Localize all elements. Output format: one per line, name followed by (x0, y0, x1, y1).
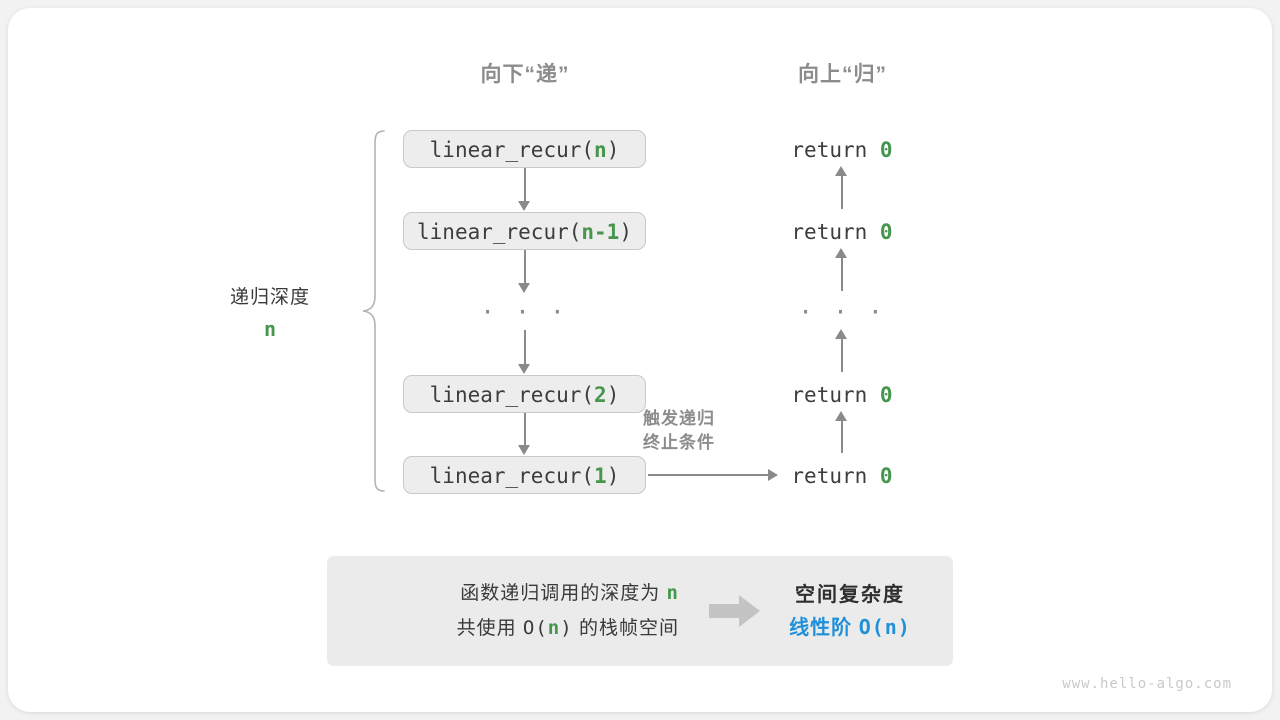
return-statement: return 0 (752, 464, 932, 488)
call-frame-arg: 1 (594, 464, 607, 488)
space-complexity-title: 空间复杂度 (795, 583, 905, 606)
call-frame-close: ) (619, 220, 632, 244)
return-keyword: return (791, 383, 868, 407)
summary-line2-suffix: 的栈帧空间 (578, 618, 679, 639)
ascend-arrow-line (840, 338, 843, 372)
descend-arrow-line (523, 330, 526, 365)
right-arrow-icon (709, 595, 760, 627)
call-frame-name: linear_recur( (429, 464, 595, 488)
call-frame-box[interactable]: linear_recur(n-1) (403, 212, 646, 250)
ascend-arrow-head-icon (835, 166, 847, 176)
summary-description: 函数递归调用的深度为 n 共使用 O(n) 的栈帧空间 (327, 576, 697, 646)
space-complexity-value: 线性阶 O(n) (773, 611, 927, 644)
ascend-arrow-head-icon (835, 248, 847, 258)
summary-line2-prefix: 共使用 (456, 618, 517, 639)
complexity-order-label: 线性阶 (789, 616, 853, 639)
descend-arrow-head-icon (518, 283, 530, 293)
ellipsis-left: · · · (480, 298, 568, 326)
call-frame-arg: 2 (594, 383, 607, 407)
termination-note-line1: 触发递归 (643, 409, 715, 428)
descend-arrow-head-icon (518, 445, 530, 455)
call-frame-close: ) (606, 138, 620, 162)
termination-note-line2: 终止条件 (643, 433, 715, 452)
column-header-descend: 向下“递” (480, 63, 570, 86)
call-frame-close: ) (606, 464, 620, 488)
return-statement: return 0 (752, 220, 932, 244)
return-value: 0 (879, 383, 893, 407)
summary-conclusion: 空间复杂度 线性阶 O(n) (773, 579, 953, 644)
return-value: 0 (879, 138, 893, 162)
summary-line-2: 共使用 O(n) 的栈帧空间 (327, 611, 679, 646)
summary-line1-text: 函数递归调用的深度为 (460, 583, 661, 604)
call-frame-arg: n (594, 138, 607, 162)
call-frame-name: linear_recur( (429, 383, 595, 407)
return-keyword: return (791, 138, 868, 162)
summary-panel: 函数递归调用的深度为 n 共使用 O(n) 的栈帧空间 空间复杂度 线性阶 O(… (327, 556, 953, 666)
summary-line2-bigo-close: ) (560, 617, 573, 639)
return-keyword: return (791, 464, 868, 488)
return-value: 0 (879, 220, 893, 244)
return-statement: return 0 (752, 138, 932, 162)
ascend-arrow-line (840, 257, 843, 291)
summary-arrow-container (697, 594, 773, 628)
base-case-arrow-head-icon (768, 468, 778, 481)
summary-line-1: 函数递归调用的深度为 n (327, 576, 679, 611)
recursion-depth-title: 递归深度 (229, 287, 310, 308)
column-header-ascend: 向上“归” (798, 63, 887, 86)
call-frame-close: ) (606, 383, 620, 407)
call-frame-box[interactable]: linear_recur(2) (403, 375, 646, 413)
footer-watermark: www.hello-algo.com (1062, 676, 1232, 692)
recursion-depth-label: 递归深度 n (190, 282, 350, 341)
recursion-depth-brace (360, 128, 388, 499)
return-value: 0 (879, 464, 893, 488)
descend-arrow-line (523, 250, 526, 284)
recursion-depth-value: n (263, 317, 277, 341)
descend-arrow-head-icon (518, 201, 530, 211)
call-frame-box[interactable]: linear_recur(n) (403, 130, 646, 168)
ellipsis-right: · · · (798, 298, 886, 326)
ascend-arrow-head-icon (835, 329, 847, 339)
ascend-arrow-line (840, 175, 843, 209)
base-case-arrow-line (648, 473, 770, 477)
call-frame-box[interactable]: linear_recur(1) (403, 456, 646, 494)
descend-arrow-line (523, 168, 526, 202)
return-statement: return 0 (752, 383, 932, 407)
complexity-order-expr: O(n) (858, 614, 911, 639)
summary-line1-n: n (666, 582, 679, 604)
summary-line2-bigo-open: O( (522, 617, 548, 639)
descend-arrow-head-icon (518, 364, 530, 374)
ascend-arrow-head-icon (835, 411, 847, 421)
summary-line2-n: n (547, 617, 561, 639)
call-frame-name: linear_recur( (429, 138, 595, 162)
call-frame-name: linear_recur( (417, 220, 582, 244)
return-keyword: return (791, 220, 868, 244)
call-frame-arg: n-1 (581, 220, 620, 244)
termination-condition-note: 触发递归 终止条件 (643, 407, 803, 455)
descend-arrow-line (523, 413, 526, 446)
ascend-arrow-line (840, 420, 843, 453)
